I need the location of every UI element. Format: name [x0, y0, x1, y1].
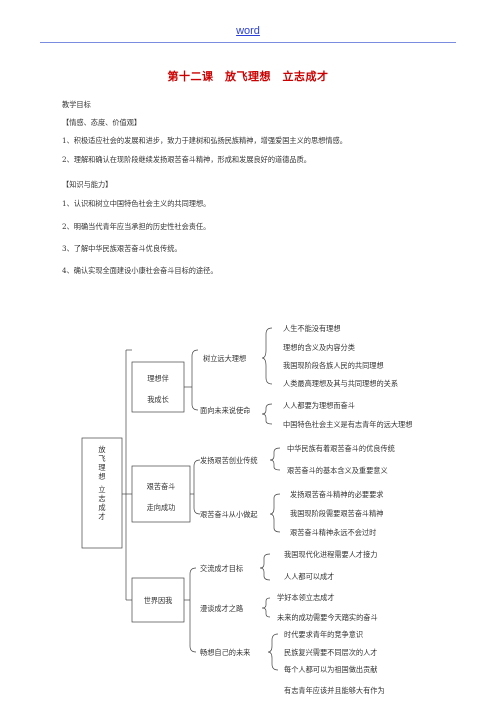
objective-item: 2、理解和确认在现阶段继续发扬艰苦奋斗精神，形成和发展良好的道德品质。	[62, 155, 311, 164]
objective-item: 3、了解中华民族艰苦奋斗优良传统。	[62, 244, 182, 253]
lesson-title: 第十二课 放飞理想 立志成才	[167, 70, 329, 83]
section-box-1	[131, 361, 185, 413]
section-label: 我成长	[147, 395, 169, 404]
point-label: 人类最高理想及其与共同理想的关系	[283, 379, 398, 388]
topic-label: 交流成才目标	[200, 564, 243, 573]
objective-item: 4、确认实现全面建设小康社会奋斗目标的途径。	[62, 266, 218, 275]
objectives-heading: 教学目标	[62, 100, 91, 109]
section-heading-values: 【情感、态度、价值观】	[62, 118, 142, 127]
point-label: 中华民族有着艰苦奋斗的优良传统	[287, 444, 395, 453]
section-heading-knowledge: 【知识与能力】	[62, 180, 113, 189]
point-label: 理想的含义及内容分类	[283, 343, 355, 352]
section-label: 走向成功	[147, 503, 176, 512]
section-label: 世界因我	[144, 596, 173, 605]
point-label: 人人都要为理想而奋斗	[283, 401, 355, 410]
point-label: 我国现阶段需要艰苦奋斗精神	[290, 509, 383, 518]
objective-item: 1、认识和树立中国特色社会主义的共同理想。	[62, 199, 211, 208]
section-label: 理想伴	[147, 374, 169, 383]
point-label: 中国特色社会主义是有志青年的远大理想	[283, 420, 412, 429]
point-label: 我国现阶段各族人民的共同理想	[283, 361, 384, 370]
topic-label: 树立远大理想	[203, 354, 246, 363]
topic-label: 畅想自己的未来	[200, 648, 250, 657]
point-label: 有志青年应该并且能够大有作为	[284, 686, 385, 695]
point-label: 民族复兴需要不同层次的人才	[284, 648, 377, 657]
topic-label: 面向未来说使命	[200, 406, 250, 415]
point-label: 发扬艰苦奋斗精神的必要要求	[290, 490, 383, 499]
topic-label: 发扬艰苦创业传统	[200, 456, 258, 465]
point-label: 我国现代化进程需要人才接力	[284, 550, 377, 559]
point-label: 未来的成功需要今天踏实的奋斗	[277, 613, 378, 622]
point-label: 人生不能没有理想	[283, 324, 341, 333]
section-label: 艰苦奋斗	[147, 482, 176, 491]
point-label: 时代要求青年的竞争意识	[284, 630, 363, 639]
objective-item: 1、积极适应社会的发展和进步，致力于建树和弘扬民族精神，增强爱国主义的思想情感。	[62, 136, 347, 145]
root-label: 放飞理想立志成才	[98, 445, 105, 521]
objective-item: 2、明确当代青年应当承担的历史性社会责任。	[62, 222, 211, 231]
svg-text:放飞理想立志成才: 放飞理想立志成才	[98, 445, 105, 521]
point-label: 学好本领立志成才	[277, 593, 335, 602]
topic-label: 艰苦奋斗从小做起	[200, 510, 258, 519]
header-word-link[interactable]: word	[236, 25, 260, 37]
point-label: 艰苦奋斗精神永远不会过时	[290, 528, 376, 537]
point-label: 每个人都可以为祖国做出贡献	[284, 665, 377, 674]
point-label: 艰苦奋斗的基本含义及重要意义	[287, 466, 388, 475]
section-box-2	[131, 465, 191, 523]
point-label: 人人都可以成才	[284, 572, 334, 581]
root-box	[81, 437, 123, 549]
topic-label: 漫谈成才之路	[200, 604, 243, 613]
header-rule	[40, 42, 456, 43]
